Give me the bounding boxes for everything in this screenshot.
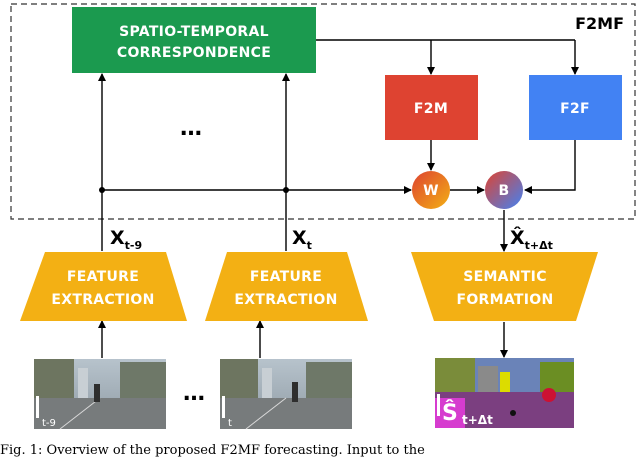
semantic-formation-block [411,252,598,321]
input-frame-current [220,359,352,430]
f2f-block [529,75,622,140]
junction-dot-right [283,187,289,193]
sf-line1: SEMANTIC [463,269,547,285]
b-node-label: B [499,183,510,199]
figure-caption: Fig. 1: Overview of the proposed F2MF fo… [0,443,425,458]
sf-line2: FORMATION [456,292,553,308]
semantic-output-map [435,358,574,428]
input-frame-early [34,359,166,430]
x-current-label: Xt [292,227,312,252]
fe-early-line1: FEATURE [67,269,139,285]
w-node-label: W [423,183,439,199]
f2f-label: F2F [560,101,590,117]
w-node [412,171,450,209]
fe-early-line2: EXTRACTION [51,292,154,308]
spatio-temporal-correspondence-block [72,7,316,73]
junction-dot-left [99,187,105,193]
frame-early-sub: t-9 [42,418,56,429]
f2m-label: F2M [414,101,448,117]
feature-extraction-block-early [20,252,187,321]
connections [98,39,579,358]
fe-current-line2: EXTRACTION [234,292,337,308]
f2mf-module-border [10,3,636,220]
x-future-label: X̂t+Δt [510,227,553,252]
feature-extraction-block-current [205,252,368,321]
fe-current-line1: FEATURE [250,269,322,285]
ellipsis-bottom: … [183,381,205,406]
f2m-block [385,75,478,140]
output-label: Ŝ [442,400,458,426]
module-title: F2MF [575,14,624,33]
correspondence-label-line1: SPATIO-TEMPORAL [119,24,269,40]
correspondence-label-line2: CORRESPONDENCE [117,45,271,61]
b-node [485,171,523,209]
output-sub: t+Δt [462,413,493,427]
x-early-label: Xt-9 [110,227,142,252]
ellipsis-top: … [180,116,202,141]
f2f-to-b-arrow [524,140,576,194]
frame-current-sub: t [228,418,232,429]
